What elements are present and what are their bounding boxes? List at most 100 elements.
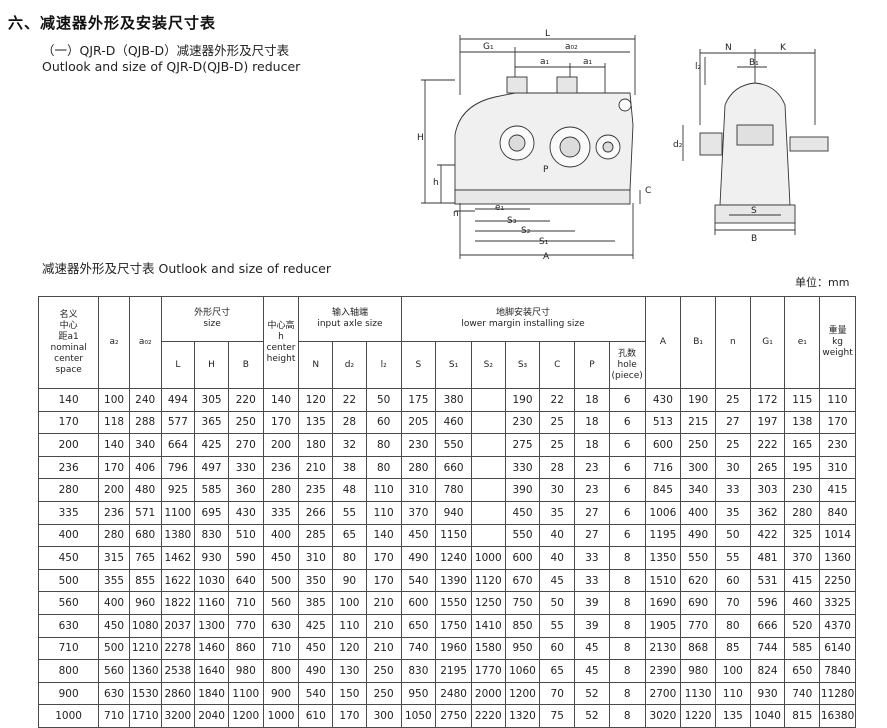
table-cell: 52 (574, 681, 610, 706)
table-cell: 18 (574, 388, 610, 412)
table-cell: 3325 (819, 591, 856, 615)
table-cell: 1320 (504, 704, 541, 728)
table-cell: 370 (784, 546, 821, 570)
table-cell: 1750 (435, 613, 472, 638)
col-P: P (574, 341, 610, 389)
table-cell: 25 (714, 388, 751, 412)
table-cell: 1640 (194, 659, 229, 683)
table-cell: 275 (504, 433, 541, 457)
table-cell (470, 478, 506, 502)
table-cell: 460 (784, 591, 821, 615)
table-cell: 16380 (819, 704, 856, 728)
table-cell: 765 (128, 546, 162, 570)
table-cell: 1530 (128, 681, 162, 706)
table-cell: 500 (98, 636, 130, 661)
table-cell: 40 (539, 523, 576, 548)
table-cell: 610 (298, 704, 334, 728)
front-view-labels: L G₁ a₀₂ a₁ a₁ H h P C n e₁ S₃ S₂ S₁ A (417, 29, 651, 262)
section-title: 六、减速器外形及安装尺寸表 (8, 14, 217, 32)
table-cell: 670 (504, 568, 541, 593)
table-cell: 415 (784, 568, 821, 593)
table-cell: 175 (400, 388, 437, 412)
group-input-axle: 输入轴端 input axle size (298, 296, 402, 342)
table-cell: 48 (332, 478, 367, 502)
table-cell: 630 (37, 613, 100, 638)
hole-en1: hole (617, 359, 637, 370)
dim-label-C: C (645, 186, 651, 196)
table-cell: 710 (37, 636, 100, 661)
table-cell: 303 (749, 478, 786, 502)
table-cell: 150 (332, 681, 367, 706)
table-cell: 550 (435, 433, 472, 457)
table-cell: 2480 (435, 681, 472, 706)
dim-label-S3: S₃ (507, 216, 517, 226)
col-A: A (644, 296, 682, 389)
col-S: S (400, 341, 437, 389)
table-cell: 6140 (819, 636, 856, 661)
table-cell: 571 (128, 500, 162, 525)
table-cell: 120 (332, 636, 367, 661)
table-cell: 33 (714, 478, 751, 502)
table-cell (470, 388, 506, 412)
lower-en: lower margin installing size (461, 319, 585, 329)
table-cell: 1710 (128, 704, 162, 728)
table-cell: 8 (608, 681, 646, 706)
table-cell: 135 (298, 410, 334, 435)
nominal-cn: 名义 (59, 309, 78, 320)
table-cell: 540 (298, 681, 334, 706)
table-cell: 660 (435, 455, 472, 480)
table-cell: 65 (332, 523, 367, 548)
table-cell: 55 (714, 546, 751, 570)
table-cell: 2700 (644, 681, 682, 706)
dim-label-l2: l₂ (695, 62, 702, 72)
table-cell: 172 (749, 388, 786, 412)
table-cell: 385 (298, 591, 334, 615)
table-cell: 560 (262, 591, 300, 615)
weight-en1: kg (832, 337, 844, 347)
table-cell: 32 (332, 433, 367, 457)
table-cell: 80 (365, 433, 402, 457)
col-hole: 孔数 hole (piece) (608, 341, 646, 389)
center-h: h (278, 331, 284, 342)
side-view-labels: N K l₂ B₁ d₂ S B (673, 43, 787, 244)
table-cell: 240 (128, 388, 162, 412)
dim-label-a02: a₀₂ (565, 42, 578, 52)
table-cell: 140 (262, 388, 300, 412)
table-cell: 115 (784, 388, 821, 412)
table-cell: 325 (784, 523, 821, 548)
table-cell: 52 (574, 704, 610, 728)
table-cell: 780 (435, 478, 472, 502)
table-cell (470, 433, 506, 457)
table-cell: 70 (714, 591, 751, 615)
table-cell: 531 (749, 568, 786, 593)
table-cell: 2860 (160, 681, 196, 706)
table-cell: 6 (608, 455, 646, 480)
table-cell: 590 (227, 546, 264, 570)
table-cell: 28 (332, 410, 367, 435)
table-cell: 1220 (680, 704, 716, 728)
table-cell (470, 523, 506, 548)
table-cell: 23 (574, 478, 610, 502)
table-cell: 236 (37, 455, 100, 480)
table-cell: 8 (608, 568, 646, 593)
table-cell: 33 (574, 568, 610, 593)
table-cell: 1770 (470, 659, 506, 683)
table-cell: 845 (644, 478, 682, 502)
table-cell: 65 (539, 659, 576, 683)
table-cell: 406 (128, 455, 162, 480)
table-cell: 7840 (819, 659, 856, 683)
table-cell: 860 (227, 636, 264, 661)
dim-label-L: L (545, 29, 550, 39)
table-cell: 195 (784, 455, 821, 480)
table-cell: 640 (227, 568, 264, 593)
table-cell: 250 (365, 681, 402, 706)
table-cell: 27 (574, 523, 610, 548)
table-cell: 600 (400, 591, 437, 615)
dim-label-d2: d₂ (673, 140, 683, 150)
col-S1: S₁ (435, 341, 472, 389)
dim-label-S: S (751, 206, 757, 216)
table-cell: 666 (749, 613, 786, 638)
table-cell: 6 (608, 433, 646, 457)
